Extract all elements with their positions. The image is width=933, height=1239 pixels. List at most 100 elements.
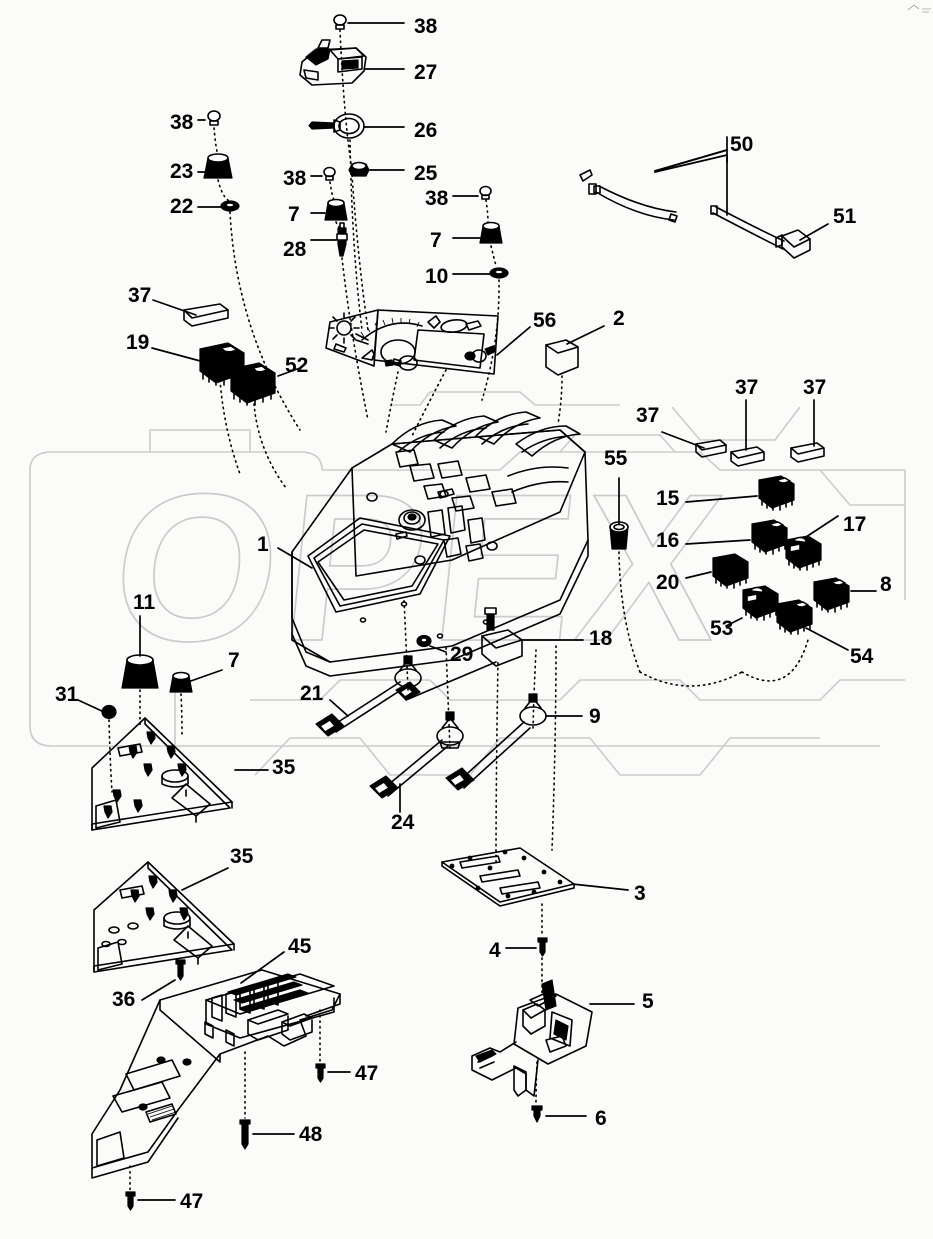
callout-51: 51 xyxy=(833,205,857,228)
part-38-nut-right xyxy=(479,185,492,200)
part-22-washer xyxy=(220,200,240,212)
part-47-screw-right xyxy=(315,1063,326,1083)
callout-15: 15 xyxy=(656,487,680,510)
callout-37-d: 37 xyxy=(803,376,827,399)
callout-27: 27 xyxy=(414,61,438,84)
part-7-knob-center xyxy=(324,198,348,221)
callout-47-left: 47 xyxy=(180,1190,204,1213)
part-53-rocker-switch xyxy=(742,585,779,621)
callout-53: 53 xyxy=(710,617,734,640)
part-7-knob-panel xyxy=(169,671,193,693)
callout-38-center: 38 xyxy=(283,167,307,190)
part-52-rocker-switch xyxy=(230,362,276,406)
part-2-cap xyxy=(545,339,579,376)
part-47-screw-left xyxy=(125,1191,136,1211)
part-3-mounting-plate xyxy=(441,847,575,907)
part-50-harness-lower xyxy=(710,205,785,250)
callout-54: 54 xyxy=(850,645,874,668)
svg-text:E: E xyxy=(423,450,588,685)
callout-8: 8 xyxy=(880,573,892,596)
callout-37-b: 37 xyxy=(636,404,660,427)
part-37-blank-d xyxy=(790,442,825,463)
callout-7-panel: 7 xyxy=(228,649,240,672)
part-50-harness-upper xyxy=(579,169,678,223)
part-6-screw xyxy=(531,1105,543,1123)
callout-50: 50 xyxy=(730,133,754,156)
callout-24: 24 xyxy=(391,811,415,834)
callout-26: 26 xyxy=(414,119,438,142)
callout-36: 36 xyxy=(112,988,136,1011)
watermark: O P E X xyxy=(29,391,906,776)
svg-text:X: X xyxy=(568,450,733,685)
part-5-ignition-switch xyxy=(471,979,593,1097)
part-18-toggle-switch xyxy=(395,607,523,701)
callout-3: 3 xyxy=(634,882,646,905)
callout-16: 16 xyxy=(656,529,680,552)
callout-45: 45 xyxy=(288,935,312,958)
part-37-blank-c xyxy=(730,446,765,467)
part-38-nut-top xyxy=(333,14,347,30)
callout-35-lower: 35 xyxy=(230,845,254,868)
callout-4: 4 xyxy=(489,939,501,962)
part-55-rubber-plug xyxy=(609,521,629,550)
callout-38-top: 38 xyxy=(414,15,438,38)
callout-17: 17 xyxy=(843,513,867,536)
part-27-switch-lever xyxy=(299,39,367,86)
part-4-screw xyxy=(537,937,548,957)
callout-55: 55 xyxy=(604,447,628,470)
callout-2: 2 xyxy=(613,307,625,330)
part-8-rocker-switch xyxy=(813,577,850,613)
part-1-console-housing xyxy=(291,411,589,677)
callout-38-right: 38 xyxy=(425,187,449,210)
part-37-blank-left xyxy=(183,303,229,327)
callout-7-center: 7 xyxy=(288,203,300,226)
callout-37-c: 37 xyxy=(735,376,759,399)
callout-9: 9 xyxy=(589,705,601,728)
svg-text:O: O xyxy=(103,450,291,685)
assembly-trajectories xyxy=(108,29,809,1191)
part-36-screw xyxy=(175,959,186,981)
callout-19: 19 xyxy=(126,331,150,354)
part-10-washer xyxy=(489,267,509,279)
part-20-rocker-switch xyxy=(712,553,749,589)
part-11-large-knob xyxy=(121,654,159,689)
part-35-cover-panel-lower xyxy=(93,861,235,973)
part-51-connector xyxy=(775,229,811,259)
callout-20: 20 xyxy=(656,571,680,594)
part-35-cover-panel-upper xyxy=(91,717,233,831)
callout-47-right: 47 xyxy=(355,1062,379,1085)
callout-5: 5 xyxy=(642,990,654,1013)
part-28-potentiometer xyxy=(336,222,348,257)
callout-21: 21 xyxy=(300,682,324,705)
part-21-wiring-harness xyxy=(315,655,422,737)
callout-48: 48 xyxy=(299,1123,323,1146)
callout-52: 52 xyxy=(285,354,309,377)
callout-35-upper: 35 xyxy=(272,756,296,779)
part-7-knob-right xyxy=(479,221,503,244)
part-48-screw xyxy=(239,1119,251,1150)
corner-mark xyxy=(907,4,931,13)
callout-31: 31 xyxy=(55,683,79,706)
part-9-wiring-harness xyxy=(445,693,547,791)
part-38-nut-center xyxy=(323,166,336,181)
callout-25: 25 xyxy=(414,162,438,185)
part-17-rocker-switch xyxy=(785,535,822,571)
callout-29: 29 xyxy=(450,643,474,666)
part-37-blank-b xyxy=(695,439,727,458)
part-56-instrument-cluster xyxy=(325,309,499,375)
part-54-rocker-switch xyxy=(776,599,813,635)
callout-10: 10 xyxy=(425,265,449,288)
callout-6: 6 xyxy=(595,1107,607,1130)
callout-1: 1 xyxy=(257,533,269,556)
part-23-knob xyxy=(203,153,233,179)
part-16-rocker-switch xyxy=(751,519,788,555)
callout-37-a: 37 xyxy=(128,284,152,307)
callout-11: 11 xyxy=(133,591,156,614)
callout-28: 28 xyxy=(283,238,307,261)
part-38-nut-left xyxy=(207,110,221,126)
part-29-nut xyxy=(416,634,432,648)
callout-38-left: 38 xyxy=(170,111,194,134)
callout-22: 22 xyxy=(170,195,194,218)
